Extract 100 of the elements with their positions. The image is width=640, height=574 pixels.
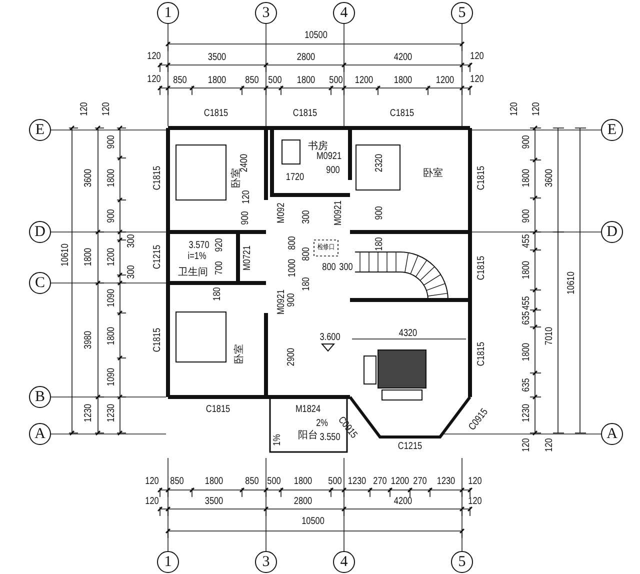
axis-bubble: E [29,119,51,141]
dimension-text: 4200 [394,53,412,63]
door-code: M0921 [334,200,344,226]
axis-bubble: 5 [451,551,473,573]
dimension-text: 120 [102,102,112,116]
dimension-text: 120 [470,52,484,62]
axis-bubble: 1 [157,551,179,573]
dimension-text: 120 [145,497,159,507]
dimension-text: 455 [522,296,532,310]
dimension-text: 700 [215,261,225,275]
dimension-text: 800 [322,263,336,273]
dimension-text: 1800 [208,76,226,86]
door-code: M1824 [295,405,321,415]
axis-bubble: A [29,423,51,445]
elevation-text: 3.550 [320,433,340,443]
dimension-text: 1800 [84,248,94,266]
axis-bubble: 3 [255,551,277,573]
slope-text: i=1% [188,252,206,262]
dimension-text: 1230 [348,477,366,487]
dimension-text: 1800 [296,76,316,86]
dimension-text: 180 [213,287,223,301]
dimension-text: 300 [127,234,137,248]
dimension-text: 10610 [567,272,577,294]
window-code: C1815 [204,109,228,119]
dimension-text: 180 [302,277,312,291]
dimension-text: 120 [145,477,159,487]
dimension-text: 2900 [287,348,297,366]
window-code: C1815 [477,166,487,190]
axis-bubble: 1 [157,2,179,24]
dimension-text: 1200 [390,477,410,487]
dimension-text: 1000 [288,258,298,278]
dimension-text: 120 [468,477,482,487]
dimension-text: 10500 [302,517,324,527]
dimension-text: 120 [468,497,482,507]
axis-bubble: D [29,221,51,243]
dimension-text: 300 [127,265,137,279]
room-name: 卫生间 [178,268,208,278]
dimension-text: 3500 [204,497,224,507]
dimension-text: 120 [147,75,161,85]
dimension-text: 635 [522,311,532,325]
dimension-text: 1800 [394,76,412,86]
dimension-text: 120 [545,438,555,452]
slope-text: 2% [316,419,328,429]
dimension-text: 850 [173,76,187,86]
elevation-text: 3.600 [320,333,340,343]
dimension-text: 120 [532,102,542,116]
dimension-text: 4200 [394,497,412,507]
dimension-text: 10500 [304,31,328,41]
dimension-text: 1800 [522,260,532,280]
dimension-text: 270 [373,477,387,487]
window-code: C1215 [153,244,163,270]
dimension-text: 850 [245,76,259,86]
dimension-text: 455 [522,234,532,248]
room-name: 书房 [308,142,328,152]
dimension-text: 120 [470,75,484,85]
dimension-text: 900 [326,166,340,176]
dimension-text: 10610 [61,244,71,266]
dimension-text: 850 [170,477,184,487]
dimension-text: 2400 [240,154,250,172]
dimension-text: 1800 [107,326,117,346]
window-code: C1215 [398,442,422,452]
dimension-text: 1230 [84,404,94,422]
dimension-text: 500 [329,76,343,86]
axis-bubble: B [29,386,51,408]
dimension-text: 1200 [354,76,374,86]
window-code: C1815 [390,109,414,119]
dimension-text: 1800 [522,342,532,362]
dimension-text: 180 [375,237,385,251]
dimension-text: 900 [107,135,117,149]
door-code: M0921 [316,152,342,162]
dimension-text: 900 [522,135,532,149]
dimension-text: 300 [339,263,353,273]
door-code: M092 [277,202,287,224]
window-code: C1815 [206,405,230,415]
dimension-text: 120 [147,52,161,62]
axis-bubble: D [601,221,623,243]
dimension-text: 800 [288,236,298,250]
dimension-text: 3600 [545,168,555,188]
dimension-text: 1200 [436,76,454,86]
dimension-text: 635 [522,378,532,392]
axis-bubble: 4 [333,551,355,573]
dimension-text: 1800 [294,477,312,487]
dimension-text: 1090 [107,288,117,308]
slope-text: 1% [273,434,283,446]
dimension-text: 7010 [545,326,555,346]
dimension-text: 2320 [375,154,385,172]
window-code: C1815 [153,166,163,190]
dimension-text: 3500 [208,53,226,63]
elevation-text: 3.570 [188,241,210,251]
axis-bubble: 5 [451,2,473,24]
dimension-text: 300 [302,210,312,224]
window-code: C1815 [292,109,318,119]
dimension-text: 120 [522,438,532,452]
dimension-text: 1800 [107,168,117,188]
dimension-text: 1230 [436,477,456,487]
dimension-text: 850 [245,477,259,487]
dimension-text: 900 [375,206,385,220]
dimension-text: 900 [287,293,297,307]
dimension-text: 900 [241,211,251,225]
dimension-text: 120 [510,102,520,116]
